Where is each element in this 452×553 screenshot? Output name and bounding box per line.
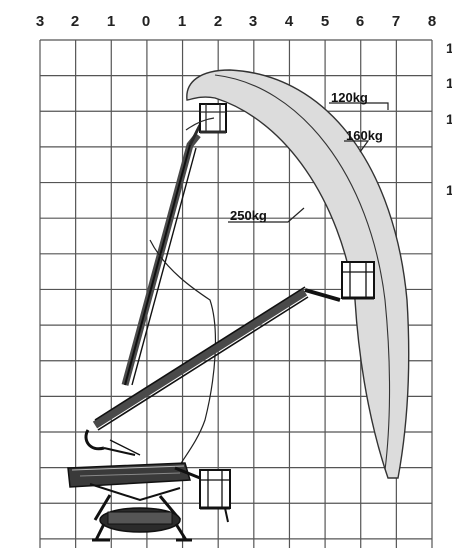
working-envelope [186, 69, 410, 479]
leader-160kg [344, 140, 370, 153]
top-axis-tick: 1 [107, 13, 115, 30]
right-axis: 1 1 1 1 [446, 40, 452, 198]
load-label-160kg: 160kg [346, 128, 383, 143]
top-axis-tick: 0 [142, 13, 150, 30]
right-axis-tick: 1 [446, 111, 452, 127]
top-axis-tick: 3 [249, 13, 257, 30]
leader-120kg [329, 102, 389, 110]
right-axis-tick: 1 [446, 182, 452, 198]
top-axis-tick: 6 [356, 13, 364, 30]
top-axis-tick: 2 [214, 13, 222, 30]
leader-250kg [228, 207, 305, 223]
boom-lower-knuckle [84, 429, 141, 456]
right-axis-tick: 1 [446, 40, 452, 56]
machine-base [67, 462, 192, 542]
top-axis-tick: 2 [71, 13, 79, 30]
top-axis-tick: 5 [321, 13, 329, 30]
basket-stowed [174, 466, 231, 523]
load-label-120kg: 120kg [331, 90, 368, 105]
top-axis: 3 2 1 0 1 2 3 4 5 6 7 8 [36, 13, 436, 30]
right-axis-tick: 1 [446, 75, 452, 91]
boom-upper-position [121, 103, 227, 386]
envelope-inner-curve [214, 74, 391, 471]
top-axis-tick: 4 [285, 13, 294, 30]
top-axis-tick: 7 [392, 13, 400, 30]
top-axis-tick: 8 [428, 13, 436, 30]
top-axis-tick: 3 [36, 13, 44, 30]
boom-diagonal-position [92, 261, 375, 431]
top-axis-tick: 1 [178, 13, 186, 30]
basket-right [341, 261, 375, 299]
load-label-250kg: 250kg [230, 208, 267, 223]
